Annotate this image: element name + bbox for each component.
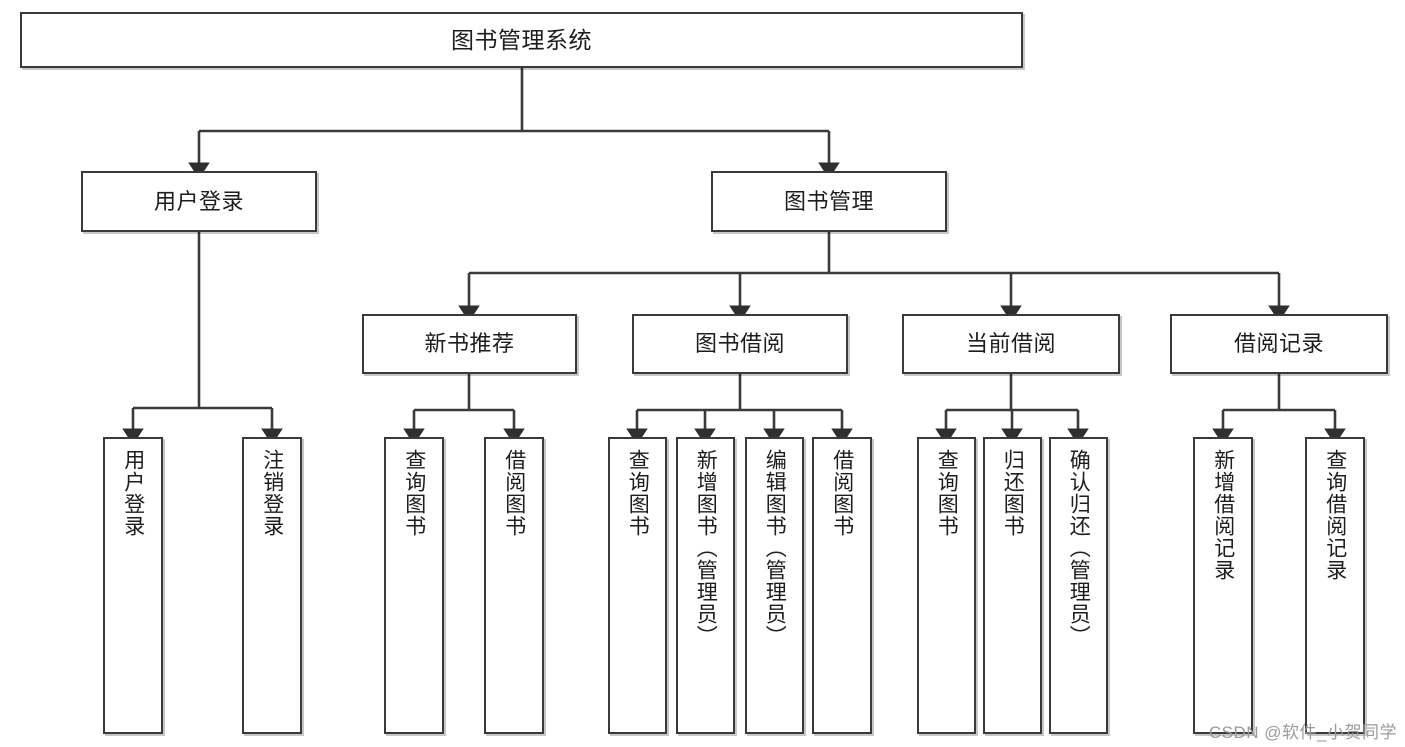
node-book-manage-label: 图书管理 (783, 188, 874, 214)
node-leaf-confirm-return[interactable]: 确认归还（管理员） (1049, 437, 1108, 734)
node-leaf-query-book-2-label: 查询图书 (626, 449, 650, 537)
node-leaf-borrow-book-2[interactable]: 借阅图书 (812, 437, 872, 734)
node-user-login-label: 用户登录 (153, 188, 244, 214)
node-leaf-return-book-label: 归还图书 (1001, 449, 1025, 537)
node-borrow-record-label: 借阅记录 (1233, 331, 1324, 357)
node-leaf-query-record[interactable]: 查询借阅记录 (1305, 437, 1365, 734)
node-leaf-edit-book-label: 编辑图书（管理员） (763, 449, 787, 647)
node-leaf-add-book[interactable]: 新增图书（管理员） (676, 437, 735, 734)
node-leaf-query-book-3-label: 查询图书 (935, 449, 959, 537)
node-book-manage[interactable]: 图书管理 (711, 171, 947, 232)
node-leaf-add-book-label: 新增图书（管理员） (694, 449, 718, 647)
node-book-borrow[interactable]: 图书借阅 (632, 314, 848, 374)
watermark-text: CSDN @软件_小贺同学 (1208, 723, 1397, 742)
node-leaf-logout-label: 注销登录 (260, 449, 284, 537)
node-leaf-add-record[interactable]: 新增借阅记录 (1193, 437, 1253, 734)
node-root-label: 图书管理系统 (451, 26, 592, 53)
node-root[interactable]: 图书管理系统 (20, 12, 1023, 68)
node-new-book-recommend-label: 新书推荐 (424, 331, 515, 357)
node-current-borrow[interactable]: 当前借阅 (902, 314, 1120, 374)
node-leaf-user-login[interactable]: 用户登录 (103, 437, 163, 734)
node-leaf-query-book-1[interactable]: 查询图书 (384, 437, 444, 734)
node-leaf-query-book-1-label: 查询图书 (402, 449, 426, 537)
node-borrow-record[interactable]: 借阅记录 (1170, 314, 1388, 374)
node-leaf-borrow-book-1[interactable]: 借阅图书 (484, 437, 544, 734)
node-leaf-user-login-label: 用户登录 (121, 449, 145, 537)
node-new-book-recommend[interactable]: 新书推荐 (362, 314, 577, 374)
node-current-borrow-label: 当前借阅 (965, 331, 1056, 357)
node-leaf-borrow-book-2-label: 借阅图书 (830, 449, 854, 537)
node-leaf-return-book[interactable]: 归还图书 (983, 437, 1042, 734)
node-user-login[interactable]: 用户登录 (81, 171, 317, 232)
node-book-borrow-label: 图书借阅 (694, 331, 785, 357)
node-leaf-query-book-2[interactable]: 查询图书 (608, 437, 667, 734)
node-leaf-borrow-book-1-label: 借阅图书 (502, 449, 526, 537)
node-leaf-query-record-label: 查询借阅记录 (1323, 449, 1347, 581)
node-leaf-confirm-return-label: 确认归还（管理员） (1067, 449, 1091, 647)
node-leaf-query-book-3[interactable]: 查询图书 (917, 437, 976, 734)
node-leaf-logout[interactable]: 注销登录 (242, 437, 302, 734)
node-leaf-edit-book[interactable]: 编辑图书（管理员） (745, 437, 804, 734)
node-leaf-add-record-label: 新增借阅记录 (1211, 449, 1235, 581)
